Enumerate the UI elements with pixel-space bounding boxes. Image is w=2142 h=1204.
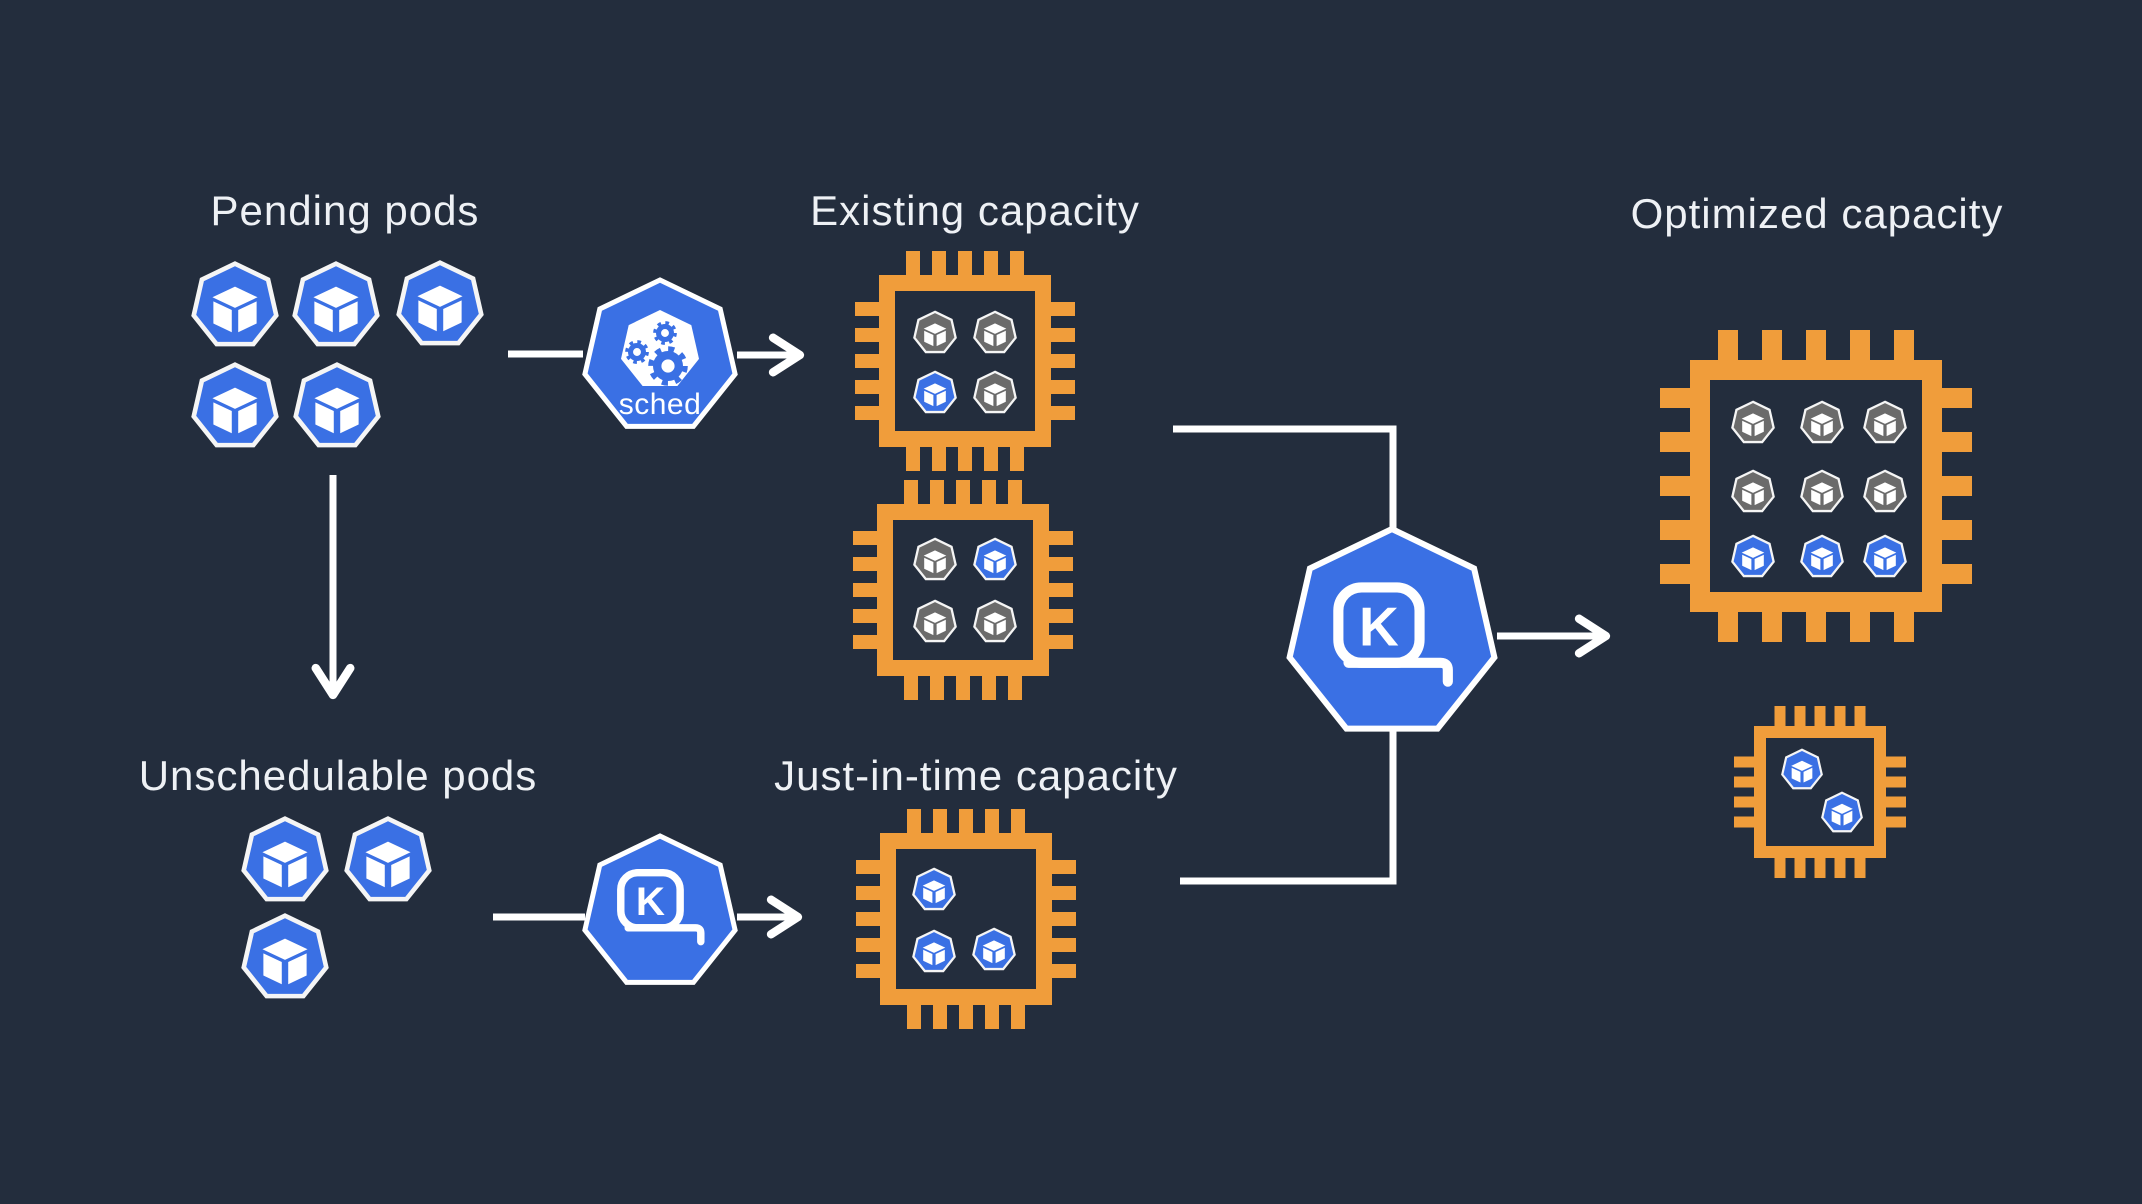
pod-icon (972, 927, 1016, 971)
optimized-node-small (1734, 706, 1906, 878)
karpenter-icon-small (582, 833, 738, 985)
pod-icon (913, 310, 957, 354)
cpu-chip-icon (880, 833, 1052, 1005)
pod-icon (244, 916, 327, 996)
pod-icon (973, 310, 1017, 354)
pod-icon (912, 929, 956, 973)
pod-icon (1731, 469, 1775, 513)
unschedulable-pods-group (244, 819, 430, 996)
pod-icon (296, 365, 379, 445)
pod-icon (1800, 534, 1844, 578)
cpu-chip-icon (877, 504, 1049, 676)
pod-icon (1821, 791, 1863, 833)
cpu-chip-icon (879, 275, 1051, 447)
kube-scheduler-icon: sched (582, 277, 738, 429)
pod-icon (1781, 748, 1823, 790)
pod-icon (913, 599, 957, 643)
pod-icon (1863, 400, 1907, 444)
pod-icon (194, 365, 277, 445)
connector-existing-to-karpenter (1173, 425, 1397, 534)
pod-icon (1731, 400, 1775, 444)
pod-icon (194, 264, 277, 344)
connector-jit-to-karpenter (1180, 730, 1397, 885)
pending-pods-group (194, 263, 482, 445)
existing-capacity-title: Existing capacity (810, 187, 1140, 234)
cpu-chip-icon (1754, 726, 1886, 858)
existing-node-2 (853, 480, 1073, 700)
optimized-node-large (1660, 330, 1972, 642)
jit-node (856, 809, 1076, 1029)
pod-icon (244, 819, 327, 899)
pod-icon (1863, 469, 1907, 513)
jit-capacity-title: Just-in-time capacity (774, 752, 1178, 799)
karpenter-icon-large (1286, 525, 1498, 732)
pod-icon (913, 537, 957, 581)
pod-icon (973, 537, 1017, 581)
pod-icon (347, 819, 430, 899)
scheduler-label: sched (619, 388, 702, 421)
pod-icon (1863, 534, 1907, 578)
pod-icon (912, 867, 956, 911)
pod-icon (295, 264, 378, 344)
pod-icon (1731, 534, 1775, 578)
pod-icon (1800, 400, 1844, 444)
pod-icon (913, 370, 957, 414)
unschedulable-pods-title: Unschedulable pods (139, 752, 538, 799)
existing-node-1 (855, 251, 1075, 471)
pod-icon (973, 370, 1017, 414)
optimized-capacity-title: Optimized capacity (1631, 190, 2004, 237)
pending-pods-title: Pending pods (211, 187, 480, 234)
connectors (311, 333, 1611, 939)
pod-icon (399, 263, 482, 343)
pod-icon (973, 599, 1017, 643)
pod-icon (1800, 469, 1844, 513)
